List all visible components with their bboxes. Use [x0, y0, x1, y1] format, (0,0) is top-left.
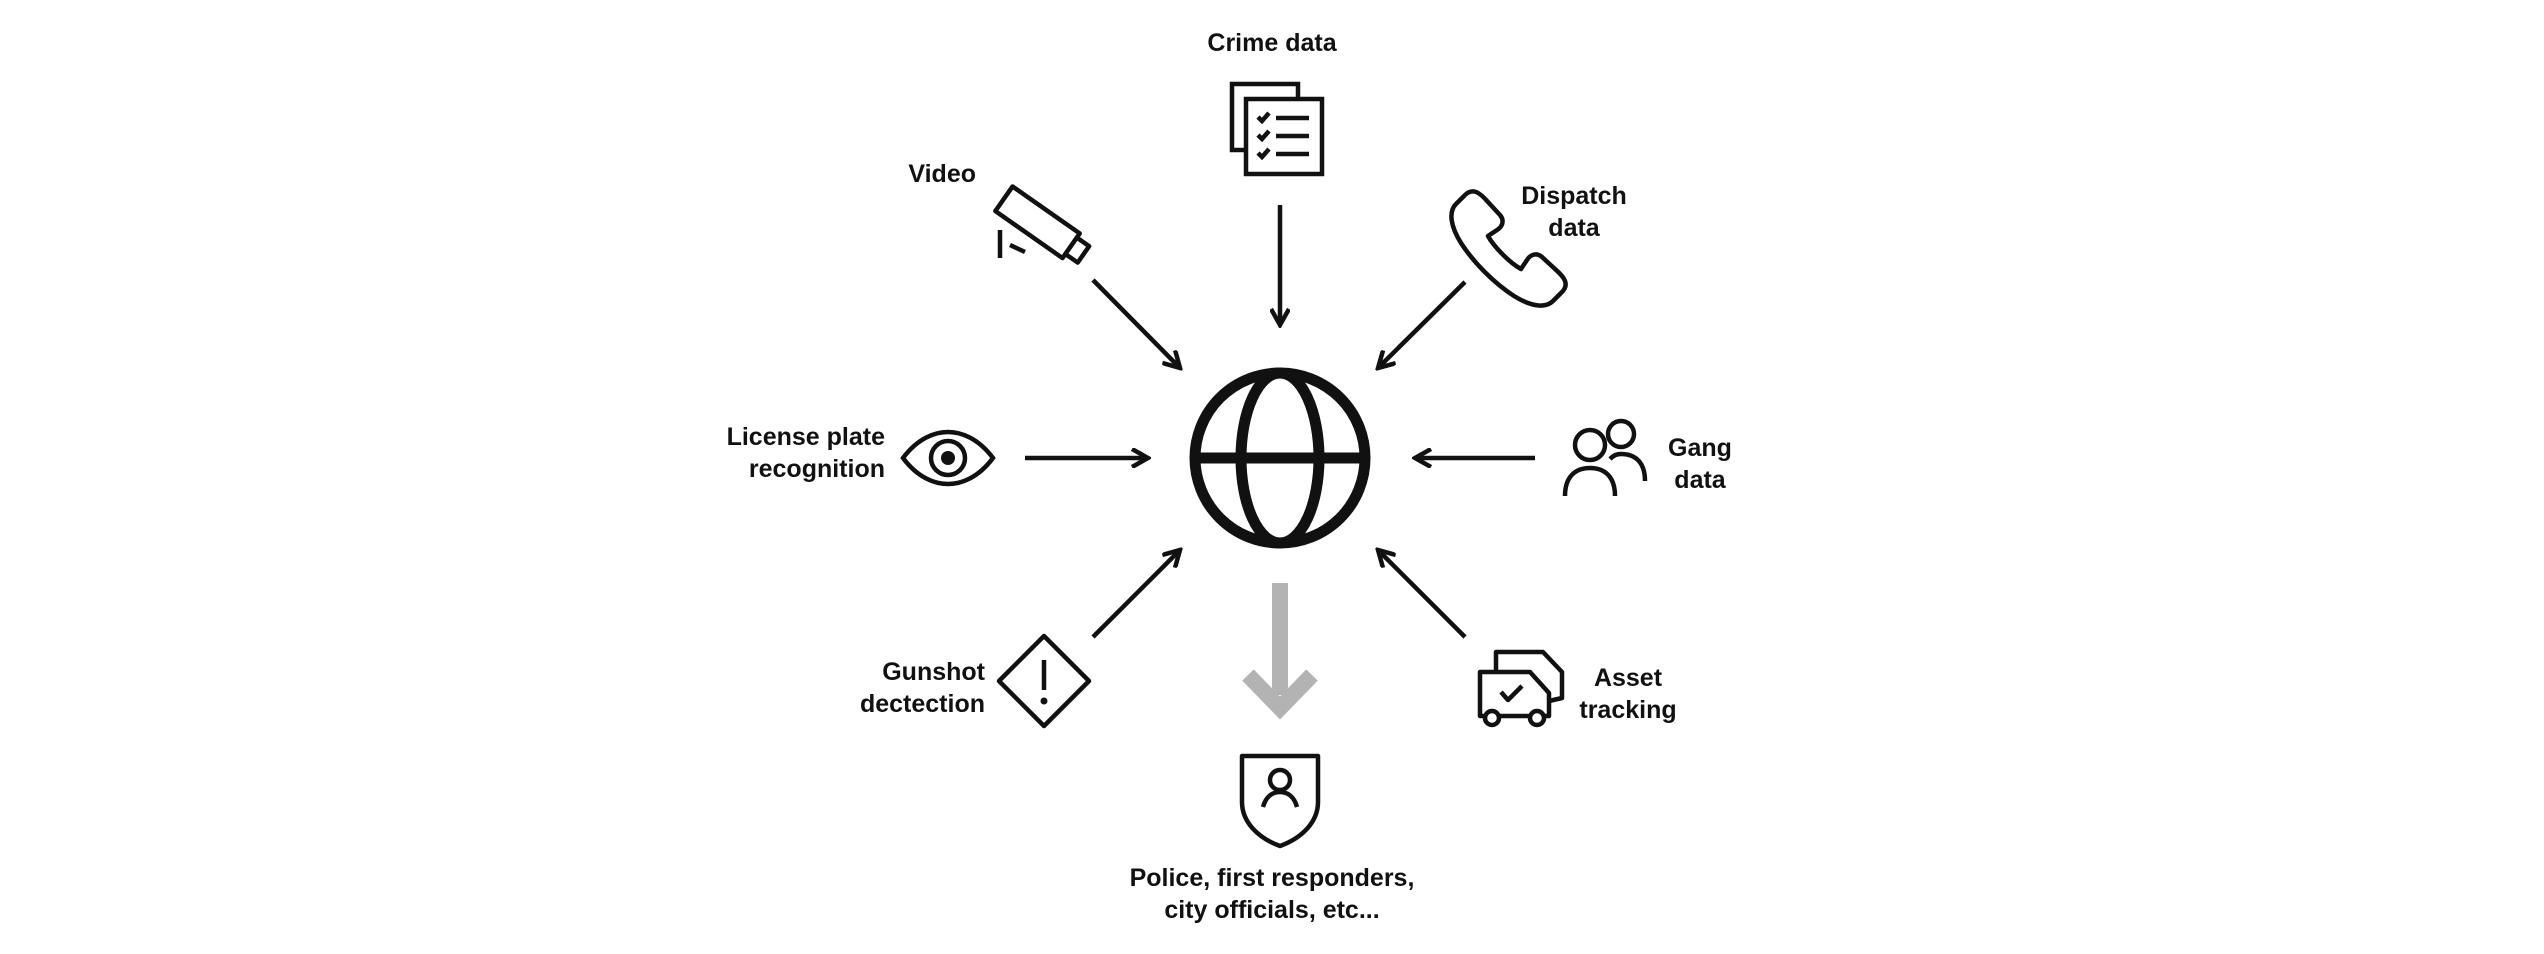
eye-icon [900, 429, 996, 487]
police-shield-icon [1239, 753, 1321, 849]
vans-check-icon [1477, 649, 1565, 728]
documents-checklist-icon [1229, 81, 1325, 177]
label-asset-tracking: Asset tracking [1579, 664, 1677, 724]
label-video: Video [908, 160, 976, 188]
arrow-video [1091, 278, 1180, 368]
label-gang-data: Gang data [1668, 434, 1732, 494]
label-crime-data: Crime data [1207, 29, 1337, 57]
globe-icon [1189, 367, 1371, 549]
label-dispatch-data: Dispatch data [1521, 182, 1627, 242]
security-camera-icon [993, 184, 1092, 265]
arrow-gunshot-detection [1091, 550, 1180, 639]
label-license-plate-recognition: License plate recognition [726, 423, 885, 483]
label-output: Police, first responders, city officials… [1129, 864, 1415, 924]
arrow-dispatch-data [1378, 280, 1467, 368]
output-arrow [1242, 583, 1318, 720]
warning-diamond-icon [996, 633, 1092, 729]
arrow-asset-tracking [1378, 550, 1467, 639]
people-icon [1562, 418, 1648, 497]
label-gunshot-detection: Gunshot dectection [859, 658, 985, 718]
phone-icon [1449, 189, 1568, 308]
